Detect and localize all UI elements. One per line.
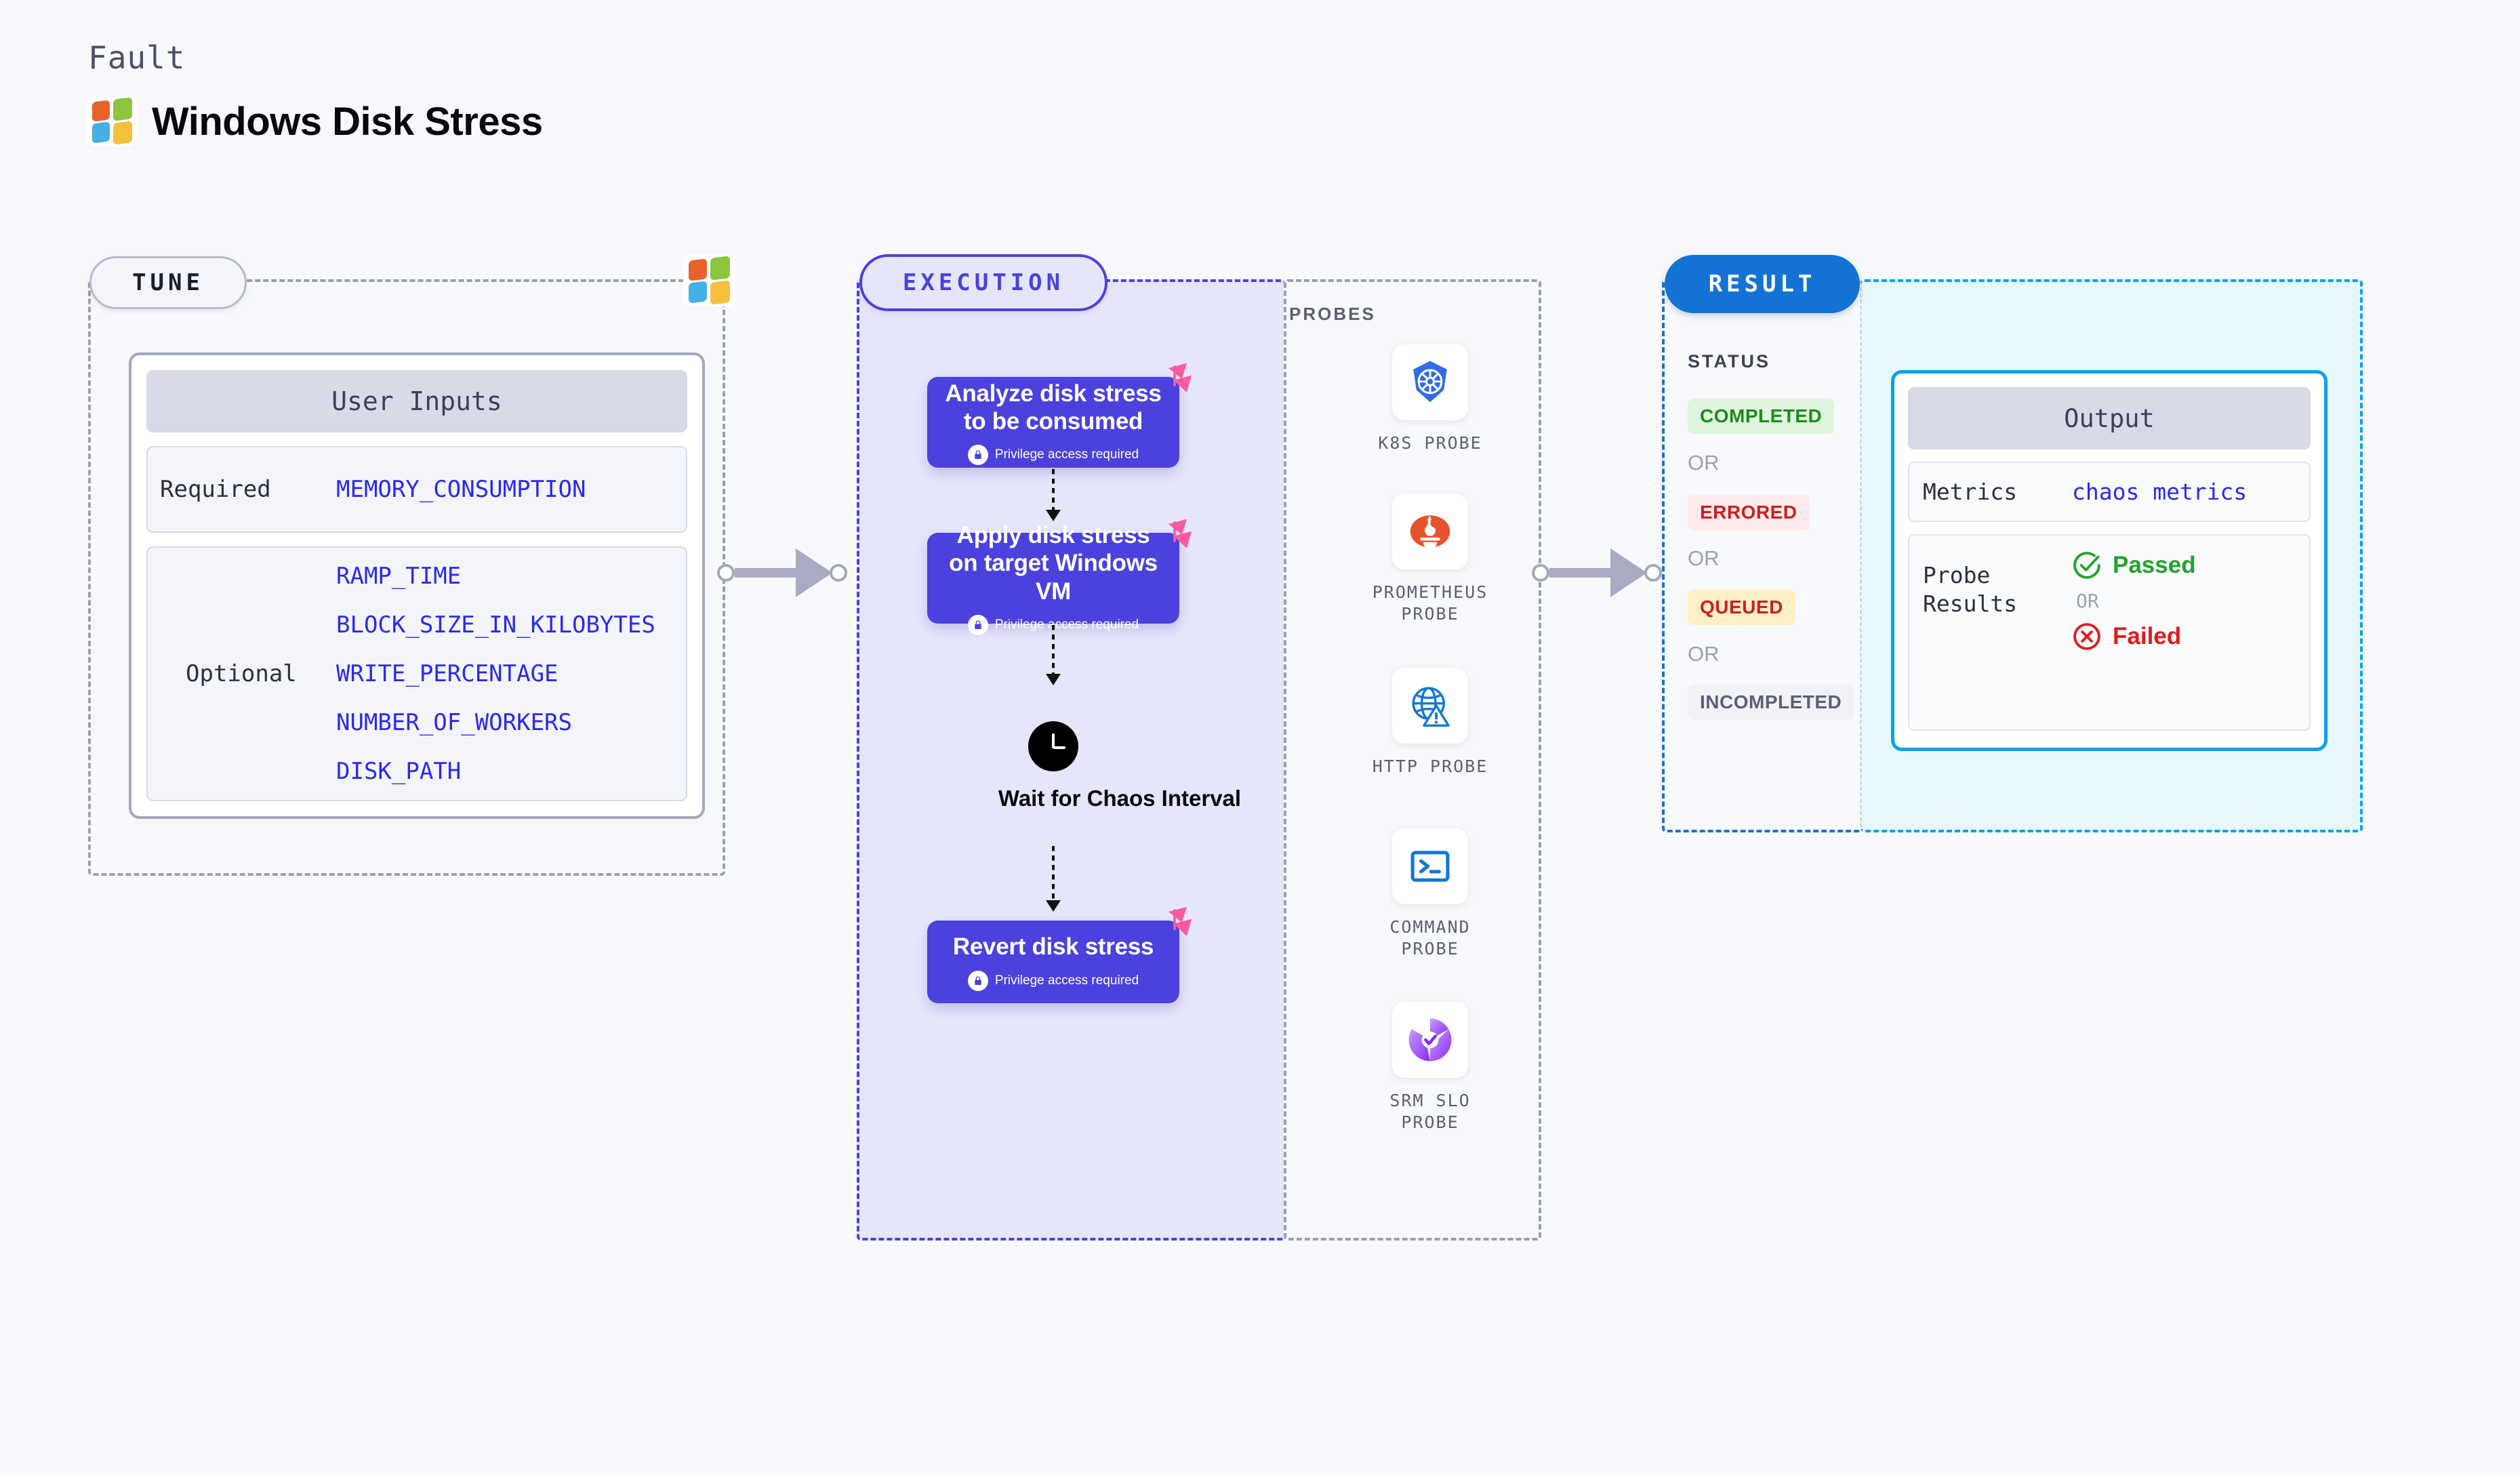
prometheus-icon [1392,493,1468,569]
user-inputs-title: User Inputs [146,370,687,432]
page-title-row: Windows Disk Stress [87,96,543,146]
probe-result-or-label: OR [2076,590,2099,613]
execution-node[interactable]: Apply disk stress on target Windows VM P… [927,519,1192,635]
status-or-label: OR [1688,546,1720,570]
metrics-key: Metrics [1923,479,2018,505]
connector-bar [735,568,797,578]
user-inputs-card: User Inputs Required MEMORY_CONSUMPTION … [129,352,705,819]
connector-dot [830,564,847,582]
probe-item[interactable]: SRM SLO PROBE [1362,1002,1498,1133]
output-title: Output [1908,387,2311,449]
status-badge[interactable]: ERRORED [1688,495,1810,530]
chaos-flag-icon [1168,906,1192,936]
failed-label: Failed [2113,623,2182,650]
windows-logo-icon [87,96,137,146]
probe-result-passed: Passed [2072,550,2196,580]
flow-arrow-head [1046,510,1061,521]
privilege-note: Privilege access required [967,970,1139,991]
globe-warning-icon [1392,668,1468,744]
connector-execution-to-result [1532,548,1675,597]
kubernetes-icon [1392,344,1468,420]
privilege-note-text: Privilege access required [994,447,1139,462]
status-badge[interactable]: INCOMPLETED [1688,685,1854,720]
status-badge[interactable]: QUEUED [1688,590,1795,625]
wait-for-chaos-interval-label: Wait for Chaos Interval [998,786,1242,811]
check-circle-icon [2073,552,2100,579]
probes-title: PROBES [1289,304,1376,324]
input-param[interactable]: MEMORY_CONSUMPTION [336,476,586,503]
chaos-flag-icon [1168,363,1192,392]
fault-kicker: Fault [88,39,186,76]
probe-label: HTTP PROBE [1372,756,1488,776]
probe-results-key: Probe Results [1923,562,2018,617]
privilege-note-text: Privilege access required [994,617,1139,632]
probe-item[interactable]: PROMETHEUS PROBE [1362,493,1498,625]
required-label: Required [160,476,271,503]
execution-node-title: Apply disk stress on target Windows VM [949,522,1158,605]
clock-icon [1028,721,1078,771]
execution-node-title: Revert disk stress [952,933,1154,961]
probe-label: SRM SLO PROBE [1389,1091,1471,1132]
probes-panel [1284,279,1541,1240]
tune-pill[interactable]: TUNE [89,256,247,309]
flow-arrow-head [1046,900,1061,912]
probe-label: PROMETHEUS PROBE [1372,582,1488,624]
input-param[interactable]: RAMP_TIME [336,563,462,590]
passed-label: Passed [2113,552,2196,579]
status-badge[interactable]: COMPLETED [1688,399,1835,434]
metrics-value[interactable]: chaos metrics [2072,479,2248,506]
tune-windows-badge-icon [683,255,735,306]
probe-item[interactable]: COMMAND PROBE [1362,828,1498,960]
input-param[interactable]: BLOCK_SIZE_IN_KILOBYTES [336,611,655,639]
privilege-note-text: Privilege access required [994,973,1139,988]
execution-node[interactable]: Revert disk stress Privilege access requ… [927,906,1192,1003]
connector-dot [1644,564,1662,582]
connector-tune-to-execution [717,548,861,597]
input-param[interactable]: NUMBER_OF_WORKERS [336,709,572,736]
probe-item[interactable]: K8S PROBE [1362,344,1498,454]
x-circle-icon [2073,623,2100,651]
privilege-note: Privilege access required [967,445,1139,466]
probe-item[interactable]: HTTP PROBE [1362,668,1498,778]
status-title: STATUS [1688,351,1770,371]
terminal-icon [1392,828,1468,904]
lock-icon [967,614,988,635]
status-or-label: OR [1688,642,1720,666]
srm-slo-icon [1392,1002,1468,1078]
connector-arrowhead [796,548,832,597]
lock-icon [967,970,988,991]
connector-dot [717,564,735,582]
flow-arrow-head [1046,674,1061,685]
probe-results-row: Probe Results Passed OR Failed [1908,534,2311,731]
output-card: Output Metrics chaos metrics Probe Resul… [1891,370,2328,751]
status-or-label: OR [1688,451,1720,475]
probe-label: K8S PROBE [1378,433,1482,453]
flow-arrow-line [1052,846,1055,904]
result-pill[interactable]: RESULT [1665,255,1860,313]
required-values: MEMORY_CONSUMPTION [336,476,586,503]
optional-values: RAMP_TIME BLOCK_SIZE_IN_KILOBYTES WRITE_… [336,563,655,785]
required-inputs-block: Required MEMORY_CONSUMPTION [146,446,687,533]
probe-label: COMMAND PROBE [1389,917,1471,959]
probe-result-failed: Failed [2072,622,2196,651]
connector-bar [1549,568,1612,578]
input-param[interactable]: DISK_PATH [336,758,462,785]
execution-node-title: Analyze disk stress to be consumed [945,380,1162,435]
connector-arrowhead [1610,548,1647,597]
probe-results-values: Passed OR Failed [2072,550,2196,651]
flow-arrow-line [1052,625,1055,678]
optional-inputs-block: Optional RAMP_TIME BLOCK_SIZE_IN_KILOBYT… [146,546,687,801]
flow-arrow-line [1052,469,1055,514]
metrics-row: Metrics chaos metrics [1908,462,2311,523]
connector-dot [1532,564,1549,582]
page-title: Windows Disk Stress [152,99,543,144]
lock-icon [967,445,988,466]
chaos-flag-icon [1168,519,1192,548]
input-param[interactable]: WRITE_PERCENTAGE [336,660,558,687]
execution-pill[interactable]: EXECUTION [859,254,1107,311]
optional-label: Optional [186,660,297,687]
privilege-note: Privilege access required [967,614,1139,635]
execution-node[interactable]: Analyze disk stress to be consumed Privi… [927,363,1192,468]
